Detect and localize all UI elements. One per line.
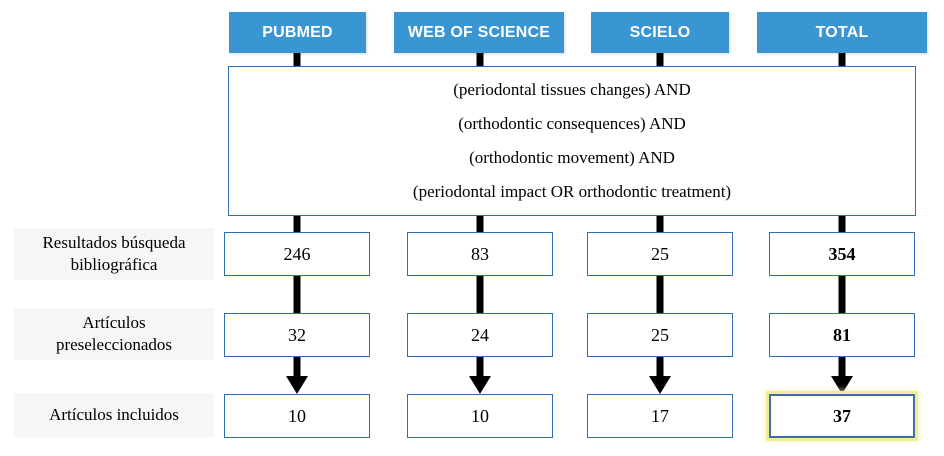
query-line: (orthodontic consequences) AND: [458, 114, 686, 133]
cell-included-total: 37: [769, 394, 915, 438]
row-label-line: Artículos incluidos: [49, 405, 179, 424]
arrow-scielo-included: [649, 376, 671, 394]
search-query-box: (periodontal tissues changes) AND (ortho…: [228, 66, 916, 216]
header-total: TOTAL: [757, 12, 927, 53]
cell-results-pubmed: 246: [224, 232, 370, 276]
row-label-line: preseleccionados: [55, 335, 173, 354]
cell-results-wos: 83: [407, 232, 553, 276]
cell-included-scielo: 17: [587, 394, 733, 438]
query-line: (periodontal tissues changes) AND: [453, 80, 691, 99]
header-scielo: SCIELO: [591, 12, 729, 53]
arrow-wos-included: [469, 376, 491, 394]
cell-preselected-scielo: 25: [587, 313, 733, 357]
cell-results-scielo: 25: [587, 232, 733, 276]
arrow-pubmed-included: [286, 376, 308, 394]
query-line: (periodontal impact OR orthodontic treat…: [412, 182, 732, 201]
row-label-line: Artículos: [82, 313, 146, 332]
cell-preselected-wos: 24: [407, 313, 553, 357]
row-label-preselected: Artículos preseleccionados: [14, 308, 214, 360]
cell-preselected-total: 81: [769, 313, 915, 357]
row-label-search-results: Resultados búsqueda bibliográfica: [14, 228, 214, 280]
cell-preselected-pubmed: 32: [224, 313, 370, 357]
cell-included-pubmed: 10: [224, 394, 370, 438]
cell-included-wos: 10: [407, 394, 553, 438]
row-label-included: Artículos incluidos: [14, 393, 214, 437]
query-line: (orthodontic movement) AND: [469, 148, 675, 167]
header-pubmed: PUBMED: [229, 12, 366, 53]
row-label-line: Resultados búsqueda: [42, 233, 186, 252]
row-label-line: bibliográfica: [70, 255, 158, 274]
arrow-total-included: [831, 376, 853, 394]
cell-results-total: 354: [769, 232, 915, 276]
header-web-of-science: WEB OF SCIENCE: [394, 12, 564, 53]
